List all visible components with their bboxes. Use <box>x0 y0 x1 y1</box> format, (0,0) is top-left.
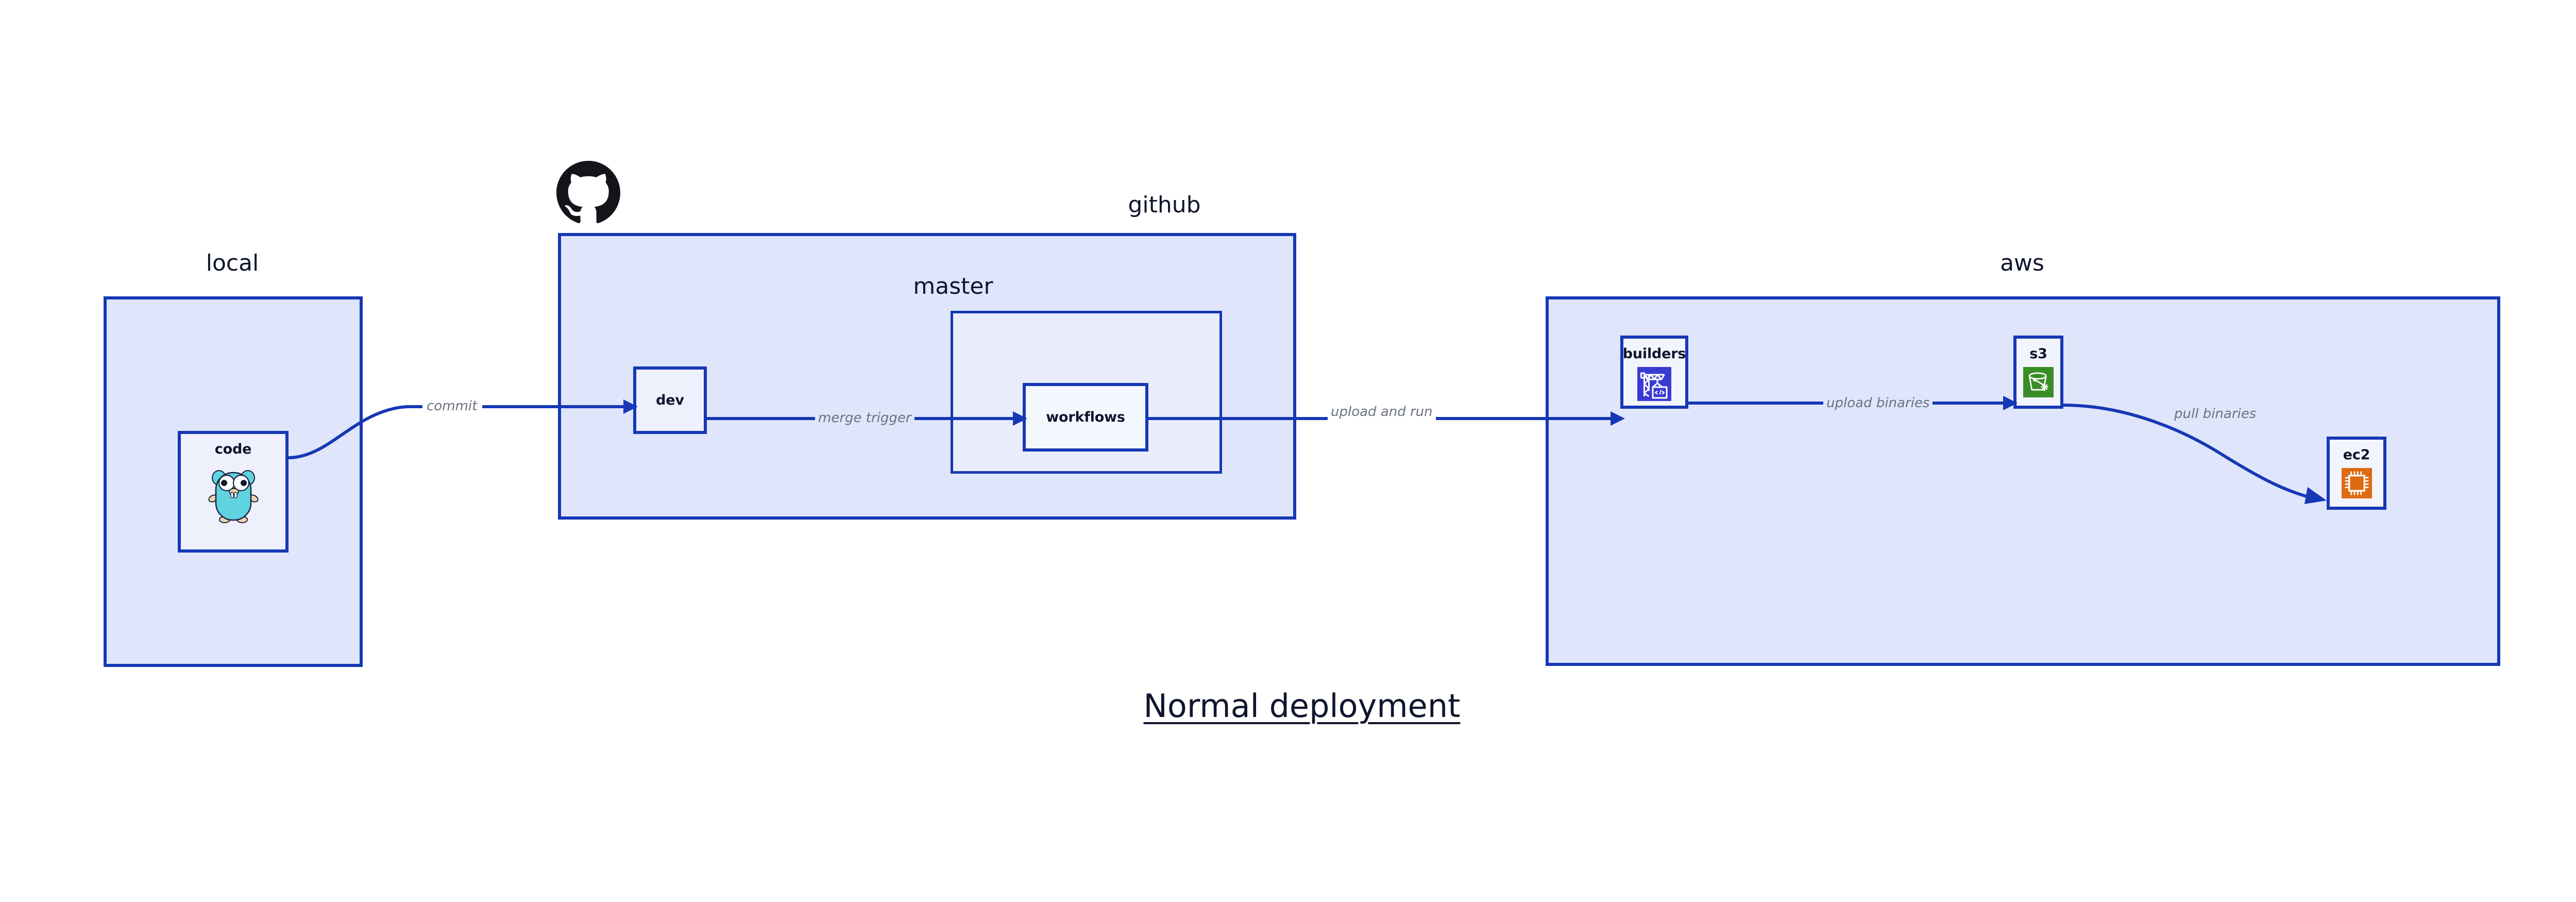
diagram-title: Normal deployment <box>1143 687 1461 725</box>
group-label-master: master <box>913 273 993 299</box>
edge-label-pull-binaries: pull binaries <box>2174 406 2257 422</box>
node-dev-label: dev <box>656 392 684 408</box>
node-ec2-label: ec2 <box>2343 447 2370 463</box>
group-label-local: local <box>206 250 259 276</box>
node-workflows[interactable]: workflows <box>1023 383 1148 452</box>
node-ec2[interactable]: ec2 <box>2327 437 2386 510</box>
edge-label-merge-trigger: merge trigger <box>818 410 911 426</box>
crane-code-icon <box>1637 367 1671 401</box>
s3-bucket-icon <box>2023 367 2054 397</box>
edge-label-upload-binaries: upload binaries <box>1826 395 1930 411</box>
node-code[interactable]: code <box>178 431 289 553</box>
edge-label-commit: commit <box>427 398 478 414</box>
cpu-chip-icon <box>2341 468 2372 498</box>
group-label-aws: aws <box>2000 250 2044 276</box>
node-code-label: code <box>214 441 252 457</box>
node-workflows-label: workflows <box>1046 409 1125 425</box>
node-builders[interactable]: builders <box>1620 336 1688 409</box>
github-octocat-logo <box>556 161 620 225</box>
node-dev[interactable]: dev <box>633 366 707 434</box>
edge-label-upload-and-run: upload and run <box>1331 404 1433 420</box>
go-gopher-icon <box>208 462 259 523</box>
node-s3[interactable]: s3 <box>2013 336 2063 409</box>
group-label-github: github <box>1128 192 1201 218</box>
node-builders-label: builders <box>1622 346 1686 362</box>
node-s3-label: s3 <box>2029 346 2047 362</box>
